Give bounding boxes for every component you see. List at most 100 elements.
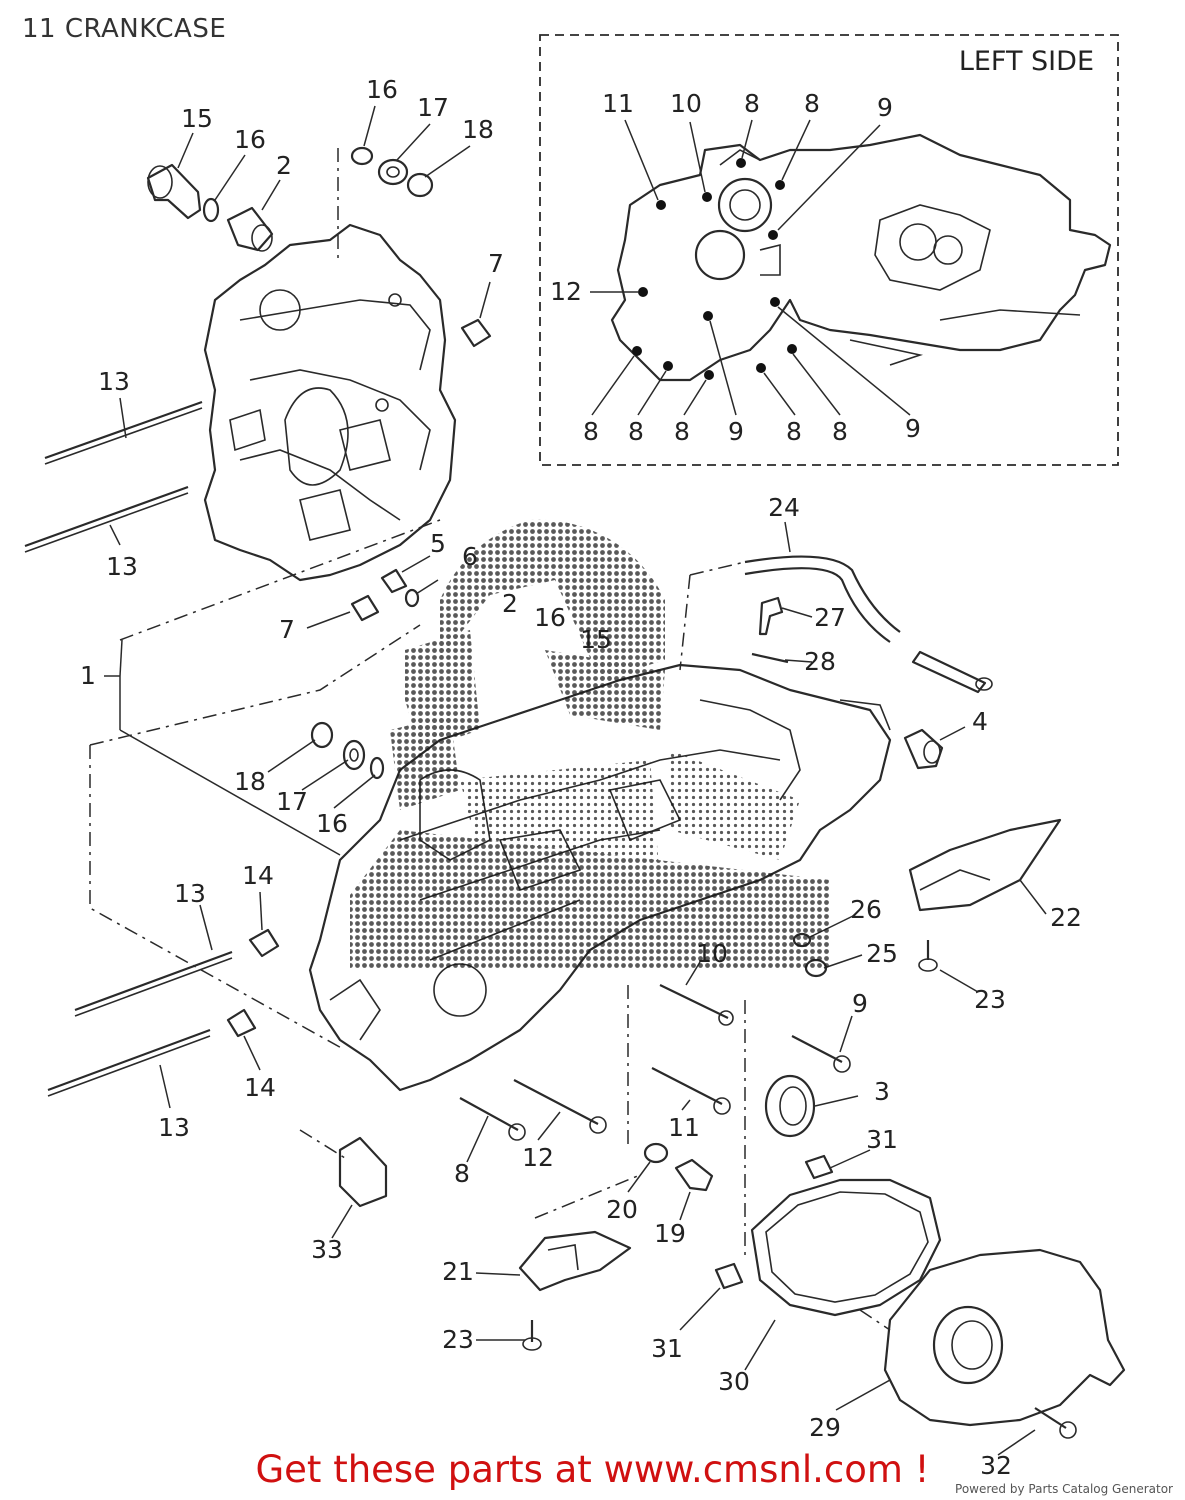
inset-callout: 8	[674, 417, 690, 446]
stud-bolt-13-middle	[24, 485, 189, 553]
bolt-8	[459, 1097, 526, 1141]
callout: 2	[276, 151, 292, 180]
breather-fitting-15	[146, 163, 202, 220]
callout: 31	[651, 1334, 683, 1363]
o-ring-6	[404, 588, 420, 608]
callout: 1	[80, 661, 96, 690]
callout: 29	[809, 1413, 841, 1442]
leader-lines	[104, 105, 1047, 1456]
stud-bolt-13-lower	[74, 950, 233, 1017]
callout: 4	[972, 707, 988, 736]
callout: 13	[174, 879, 206, 908]
callout: 24	[768, 493, 800, 522]
bolt-9	[791, 1035, 851, 1073]
screw-27	[758, 596, 784, 636]
callout: 3	[874, 1077, 890, 1106]
callout: 30	[718, 1367, 750, 1396]
callout: 23	[442, 1325, 474, 1354]
inset-callout: 9	[905, 414, 921, 443]
callout: 23	[974, 985, 1006, 1014]
callout: 18	[462, 115, 494, 144]
bolt-19	[674, 1158, 714, 1192]
callout: 16	[366, 75, 398, 104]
inset-leader-lines	[590, 119, 911, 416]
callout: 17	[276, 787, 308, 816]
callout: 11	[668, 1113, 700, 1142]
washer-28	[751, 652, 789, 664]
spacer-26	[792, 932, 812, 948]
dowel-pin-14-lower	[226, 1008, 257, 1038]
callout: 16	[316, 809, 348, 838]
inset-callout: 11	[602, 89, 634, 118]
callout: 26	[850, 895, 882, 924]
o-ring-16-mid	[369, 756, 385, 780]
callout: 12	[522, 1143, 554, 1172]
callout: 7	[279, 615, 295, 644]
dowel-pin-14-upper	[248, 928, 280, 958]
callout: 32	[980, 1451, 1012, 1480]
clip-18	[310, 721, 334, 749]
callout: 14	[242, 861, 274, 890]
side-cover-29	[883, 1248, 1126, 1427]
inset-callout: 9	[728, 417, 744, 446]
o-ring-16-top	[350, 146, 374, 166]
callout: 10	[696, 939, 728, 968]
inset-bolt-dots	[632, 158, 797, 380]
callout: 6	[462, 542, 478, 571]
engine-mount-22	[908, 818, 1062, 912]
page-title: 11 CRANKCASE	[22, 14, 227, 44]
inset-callout: 10	[670, 89, 702, 118]
callout: 19	[654, 1219, 686, 1248]
inset-callout: 8	[832, 417, 848, 446]
bolt-23-lower	[522, 1320, 542, 1351]
clip-18-top	[406, 172, 434, 198]
washer-17	[342, 739, 366, 771]
left-side-inset: LEFT SIDE	[539, 34, 1119, 466]
callout: 28	[804, 647, 836, 676]
callout: 13	[158, 1113, 190, 1142]
stud-bolt-13-bottom	[47, 1028, 211, 1097]
inset-frame	[539, 34, 1119, 466]
callout: 15	[580, 625, 612, 654]
bolt-32	[1034, 1407, 1077, 1439]
inset-callout: 8	[628, 417, 644, 446]
callout: 21	[442, 1257, 474, 1286]
powered-by-credit: Powered by Parts Catalog Generator	[955, 1482, 1173, 1496]
callout: 13	[98, 367, 130, 396]
inset-callout: 8	[744, 89, 760, 118]
callout: 18	[234, 767, 266, 796]
bolt-10	[659, 984, 734, 1026]
callout: 16	[534, 603, 566, 632]
dowel-pin-7-top	[460, 318, 492, 348]
callout: 22	[1050, 903, 1082, 932]
callout: 33	[311, 1235, 343, 1264]
breather-hose-24	[744, 555, 993, 694]
callout: 14	[244, 1073, 276, 1102]
dowel-31-upper	[804, 1154, 834, 1180]
callout: 15	[181, 104, 213, 133]
callout: 13	[106, 552, 138, 581]
alignment-lines	[89, 148, 891, 1331]
bushing-4	[903, 728, 944, 770]
dowel-31-lower	[714, 1262, 744, 1290]
bolt-11	[651, 1067, 731, 1115]
nut-25	[804, 958, 828, 978]
callout: 8	[454, 1159, 470, 1188]
dowel-pin-7	[350, 594, 380, 622]
callout: 5	[430, 529, 446, 558]
get-parts-link[interactable]: Get these parts at www.cmsnl.com !	[255, 1448, 930, 1491]
washer-20	[643, 1142, 669, 1164]
callout: 20	[606, 1195, 638, 1224]
callout: 7	[488, 249, 504, 278]
callout: 2	[502, 589, 518, 618]
gasket-30	[750, 1178, 942, 1317]
inset-label: LEFT SIDE	[959, 46, 1094, 77]
inset-callout: 8	[583, 417, 599, 446]
callout: 31	[866, 1125, 898, 1154]
callout: 27	[814, 603, 846, 632]
crankcase-outline-left-side	[610, 133, 1112, 382]
rubber-mount-33	[338, 1136, 388, 1208]
inset-callout: 8	[804, 89, 820, 118]
dowel-pin-5	[380, 568, 408, 594]
